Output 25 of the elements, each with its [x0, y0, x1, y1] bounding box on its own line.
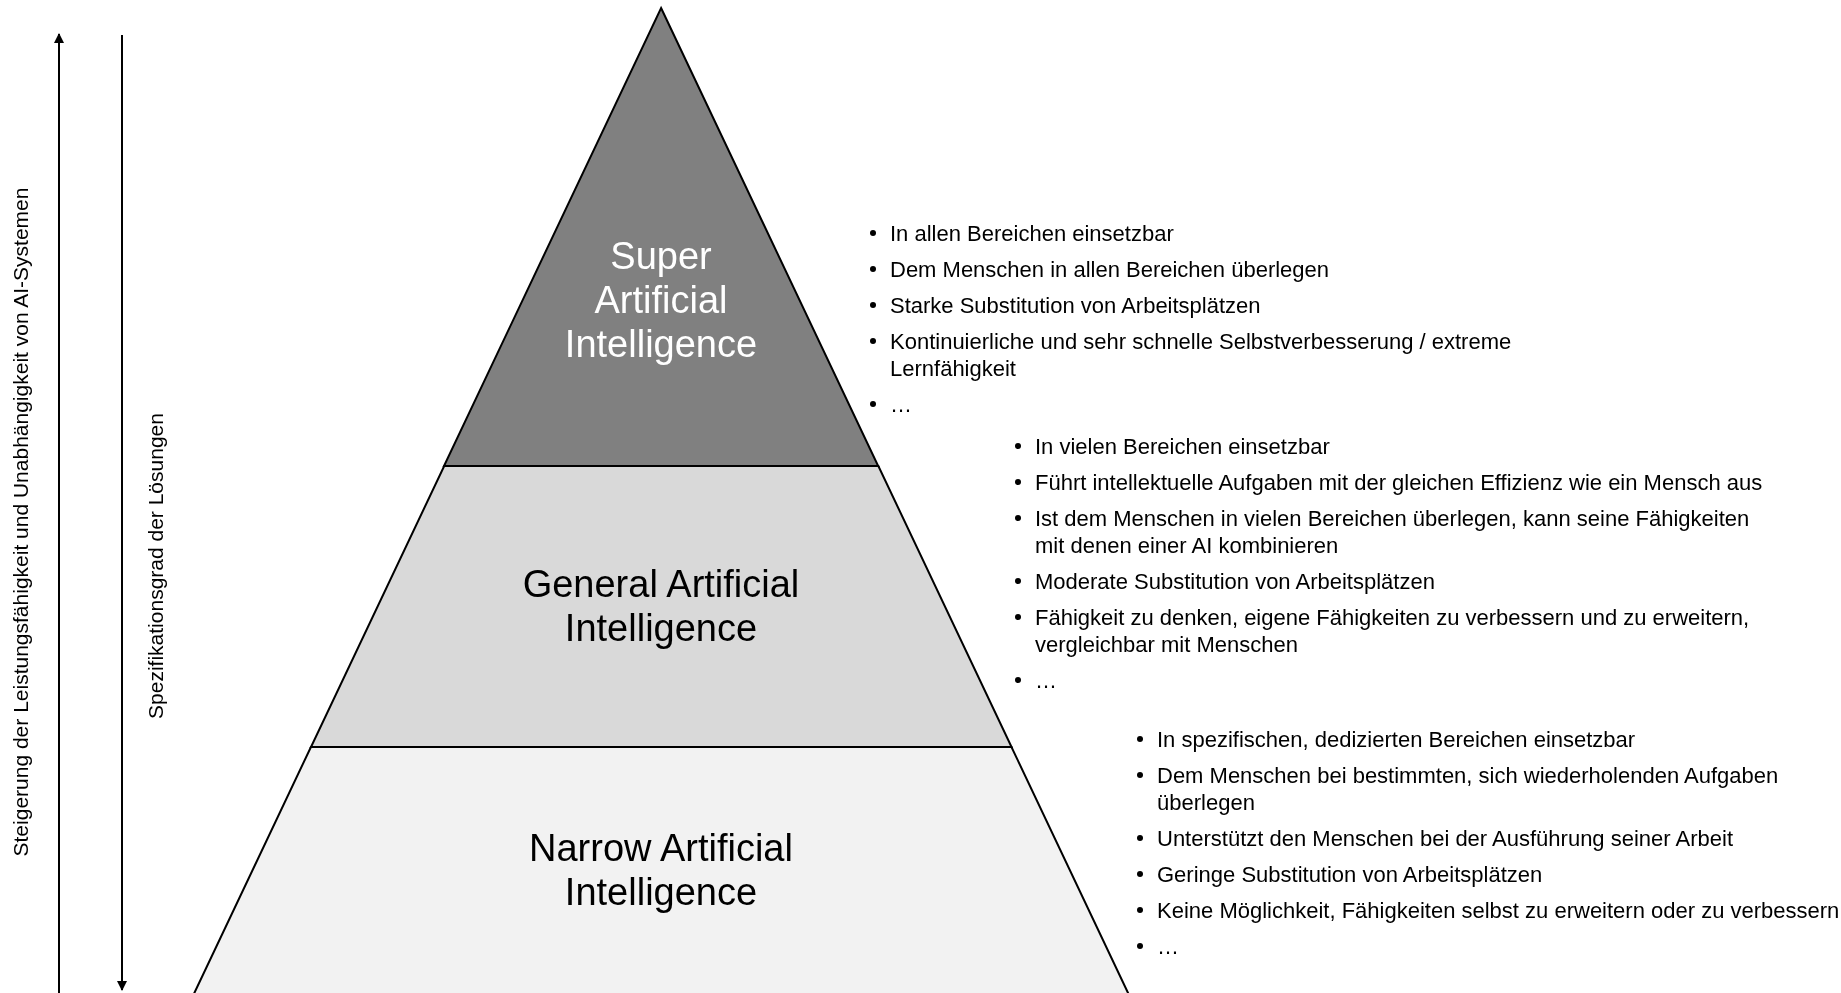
- axis-label: Spezifikationsgrad der Lösungen: [144, 413, 168, 719]
- list-item: …: [1157, 934, 1179, 959]
- list-item: In allen Bereichen einsetzbar: [890, 221, 1174, 246]
- tier-title: Narrow Artificial Intelligence: [528, 826, 794, 914]
- list-item: Kontinuierliche und sehr schnelle Selbstverbesserung / extreme Lernfähigkeit: [890, 329, 1512, 381]
- list-item: In spezifischen, dedizierten Bereichen einsetzbar: [1157, 727, 1636, 752]
- list-item: …: [1035, 668, 1057, 693]
- list-item: Keine Möglichkeit, Fähigkeiten selbst zu erweitern oder zu verbessern: [1157, 898, 1840, 923]
- pyramid-tier: [310, 466, 1012, 747]
- list-item: Ist dem Menschen in vielen Bereichen überlegen, kann seine Fähigkeiten mit denen einer AI kombinieren: [1035, 506, 1750, 558]
- tier-title: General Artificial Intelligence: [521, 562, 801, 650]
- tier-title: Super Artificial Intelligence: [563, 234, 759, 366]
- list-item: Dem Menschen in allen Bereichen überlegen: [890, 257, 1330, 282]
- list-item: Fähigkeit zu denken, eigene Fähigkeiten zu verbessern und zu erweitern, vergleichbar mit Menschen: [1035, 605, 1750, 657]
- list-item: Moderate Substitution von Arbeitsplätzen: [1035, 569, 1435, 594]
- list-item: Dem Menschen bei bestimmten, sich wiederholenden Aufgaben überlegen: [1157, 763, 1779, 815]
- axis-label: Steigerung der Leistungsfähigkeit und Unabhängigkeit von AI-Systemen: [9, 187, 33, 857]
- list-item: …: [890, 392, 912, 417]
- list-item: In vielen Bereichen einsetzbar: [1035, 434, 1330, 459]
- list-item: Geringe Substitution von Arbeitsplätzen: [1157, 862, 1543, 887]
- list-item: Unterstützt den Menschen bei der Ausführung seiner Arbeit: [1157, 826, 1733, 851]
- pyramid-tier: [443, 8, 879, 466]
- list-item: Führt intellektuelle Aufgaben mit der gleichen Effizienz wie ein Mensch aus: [1035, 470, 1763, 495]
- list-item: Starke Substitution von Arbeitsplätzen: [890, 293, 1261, 318]
- pyramid-tier: [190, 747, 1132, 993]
